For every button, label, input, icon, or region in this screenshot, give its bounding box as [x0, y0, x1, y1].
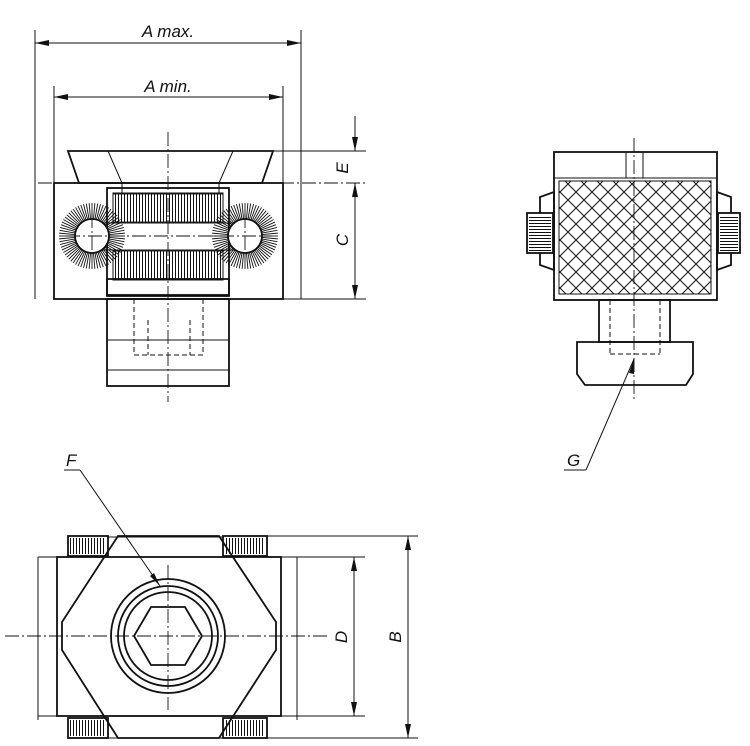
label-g: G	[567, 451, 580, 470]
rosette-right	[212, 203, 278, 269]
label-a-max: A max.	[141, 22, 194, 41]
top-octagon	[61, 535, 277, 739]
front-view: A max. A min. E C	[34, 22, 366, 402]
knurled-area	[558, 180, 712, 295]
leader-f	[79, 469, 161, 587]
label-a-min: A min.	[143, 77, 192, 96]
front-wedge	[66, 150, 275, 184]
label-b: B	[386, 631, 405, 642]
label-d: D	[332, 631, 351, 643]
side-view: G	[526, 138, 741, 471]
leader-g	[585, 358, 635, 471]
label-c: C	[333, 233, 352, 246]
top-view: F D B	[5, 451, 418, 739]
rosette-left	[59, 203, 125, 269]
label-e: E	[333, 162, 352, 174]
label-f: F	[66, 451, 78, 470]
side-foot	[576, 341, 694, 386]
